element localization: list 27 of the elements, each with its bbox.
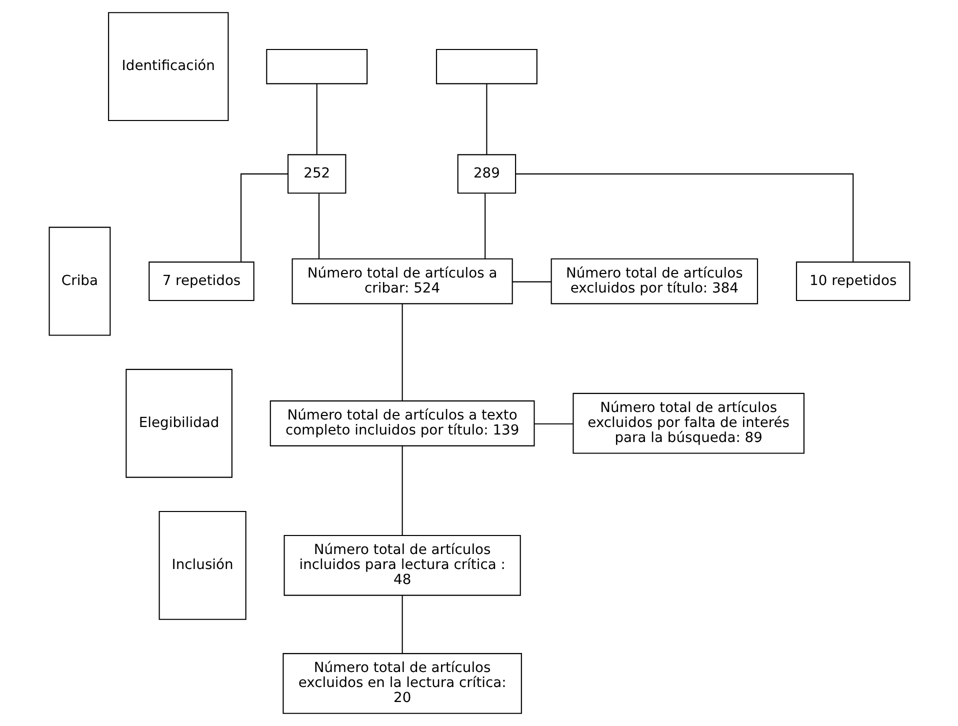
node-box: 7 repetidos <box>148 262 254 302</box>
node-box: Número total de artículos a texto completo incluidos por título: 139 <box>269 400 534 446</box>
connector <box>401 596 402 654</box>
node-box: Número total de artículos excluidos en la lectura crítica: 20 <box>282 653 522 714</box>
connector <box>401 304 402 400</box>
connector <box>515 173 854 262</box>
connector <box>240 173 288 262</box>
connector <box>316 84 317 155</box>
node-box: 10 repetidos <box>795 262 910 302</box>
node-box: Número total de artículos a cribar: 524 <box>291 258 512 304</box>
node-box: Número total de artículos excluidos por título: 384 <box>550 258 758 304</box>
node-box: 252 <box>286 154 346 194</box>
connector <box>534 423 573 424</box>
connector <box>486 84 487 155</box>
node-box: Criba <box>48 226 110 336</box>
node-box <box>266 48 368 84</box>
node-box: Número total de artículos excluidos por falta de interés para la búsqueda: 89 <box>572 392 804 454</box>
connector <box>512 281 551 282</box>
connector <box>318 194 320 259</box>
node-box: Número total de artículos incluidos para lectura crítica : 48 <box>283 534 520 596</box>
connector <box>401 446 402 536</box>
node-box <box>435 48 537 84</box>
node-box: 289 <box>456 154 516 194</box>
node-box: Inclusión <box>158 510 246 620</box>
connector <box>484 194 486 259</box>
node-box: Identificación <box>108 12 228 122</box>
node-box: Elegibilidad <box>125 368 232 478</box>
